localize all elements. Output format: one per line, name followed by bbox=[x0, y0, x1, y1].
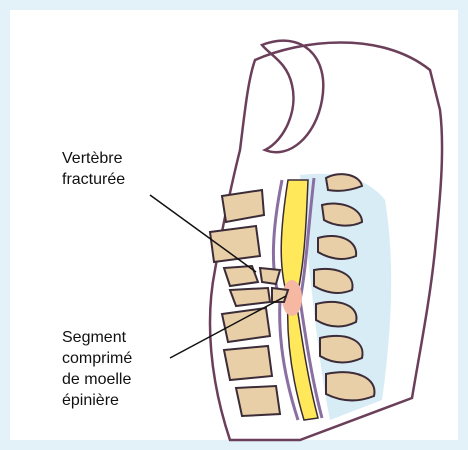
vertebra-c7 bbox=[236, 386, 280, 416]
fractured-vertebra-label: Vertèbre fracturée bbox=[62, 148, 125, 190]
compressed-segment-label-line-2: comprimé bbox=[62, 348, 132, 369]
vertebra-c6 bbox=[224, 346, 272, 380]
compressed-segment-label-line-4: épinière bbox=[62, 390, 132, 411]
spinous-process-5 bbox=[316, 302, 357, 326]
compressed-segment-label-line-3: de moelle bbox=[62, 369, 132, 390]
fractured-vertebra-label-line-2: fracturée bbox=[62, 169, 125, 190]
vertebra-fractured-piece-b bbox=[230, 288, 270, 306]
vertebra-c5 bbox=[222, 308, 270, 342]
fractured-vertebra-label-line-1: Vertèbre bbox=[62, 148, 125, 169]
compressed-segment-label: Segment comprimé de moelle épinière bbox=[62, 327, 132, 411]
compressed-segment-label-line-1: Segment bbox=[62, 327, 132, 348]
vertebra-fractured-piece-a bbox=[260, 268, 280, 284]
spinous-process-6 bbox=[320, 336, 363, 362]
